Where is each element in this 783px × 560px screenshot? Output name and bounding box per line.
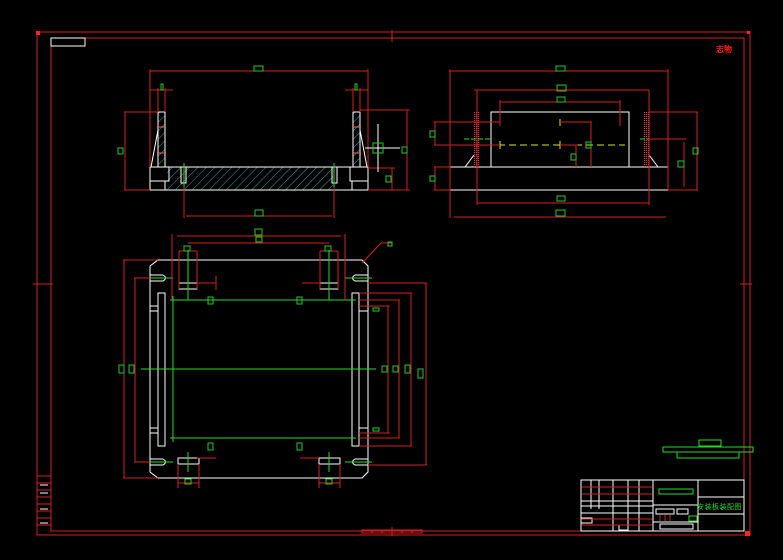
title-block-green-field	[688, 515, 698, 522]
frame-corner-mark	[745, 531, 750, 536]
drawing-number-box	[50, 37, 86, 47]
front-section-view[interactable]	[117, 65, 410, 218]
detail-part-sketch	[662, 439, 754, 459]
margin-ladder-ticks	[40, 484, 48, 524]
side-view[interactable]	[429, 65, 699, 218]
title-block-green-field	[658, 488, 694, 495]
title-block-red-rows	[582, 486, 671, 526]
margin-ladder	[36, 475, 52, 531]
frame-corner-mark	[36, 31, 40, 35]
frame-corner-mark	[747, 31, 750, 34]
title-block[interactable]	[580, 479, 745, 532]
drawing-title: 安装板装配图	[697, 503, 742, 511]
top-plan-view[interactable]	[118, 228, 427, 488]
drawing-frame	[33, 30, 752, 536]
corner-mark-text: 志物	[716, 45, 732, 54]
